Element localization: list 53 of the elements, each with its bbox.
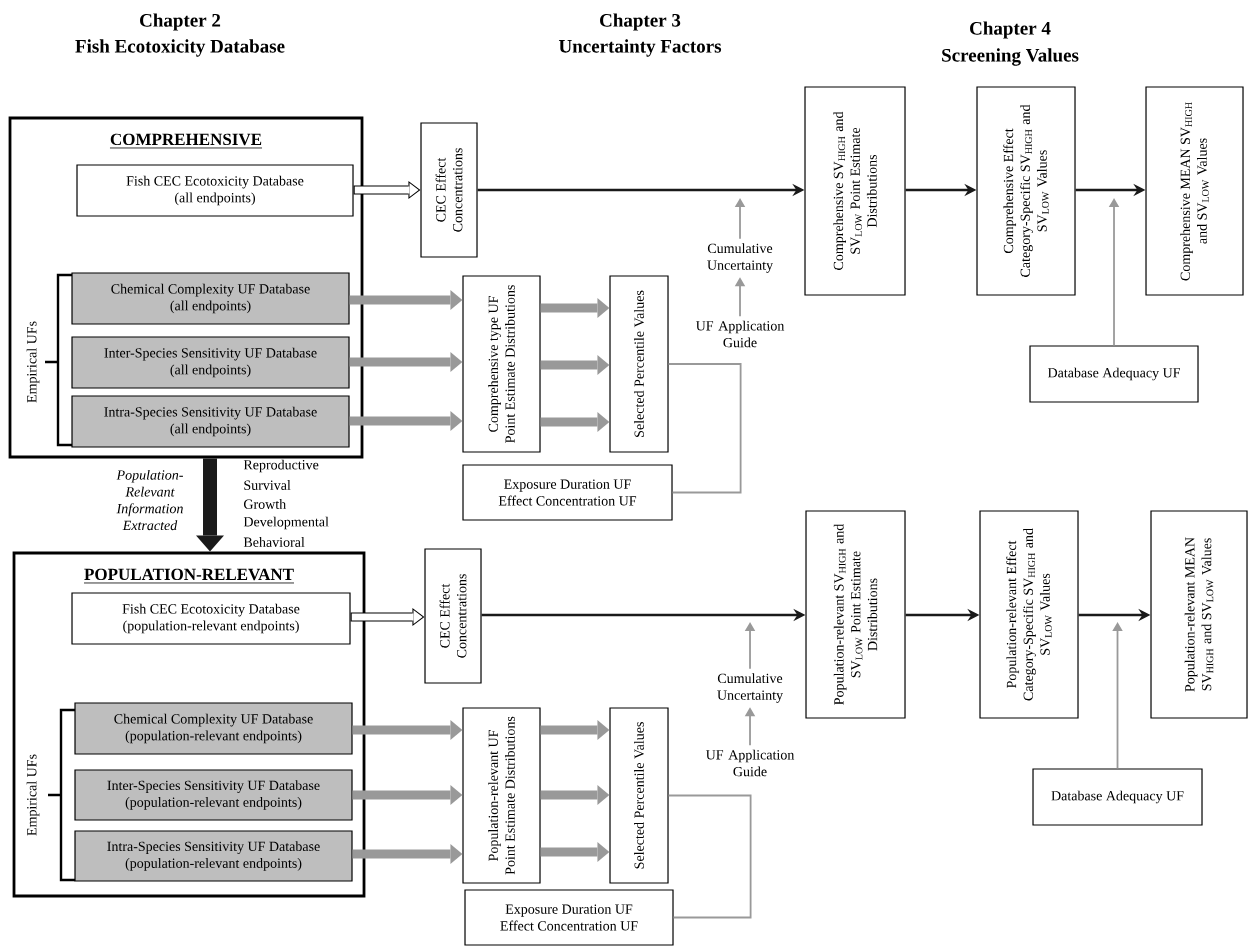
connector-line — [667, 363, 742, 494]
block-arrow — [352, 844, 463, 864]
process-box: Fish CEC Ecotoxicity Database (population-relevant endpoints) — [71, 592, 351, 645]
process-box: Inter-Species Sensitivity UF Database (population-relevant endpoints) — [74, 769, 353, 821]
process-box: Database Adequacy UF — [1029, 345, 1199, 403]
block-arrow — [349, 290, 463, 310]
process-box: Database Adequacy UF — [1032, 768, 1203, 826]
block-arrow — [540, 842, 610, 862]
block-arrow — [352, 720, 463, 740]
column-heading: Uncertainty Factors — [558, 39, 722, 57]
process-box: Exposure Duration UF Effect Concentration UF — [464, 889, 674, 946]
block-arrow — [540, 720, 610, 740]
column-heading: Chapter 3 — [600, 13, 681, 31]
note-text: UF Application Guide — [705, 749, 795, 777]
block-arrow — [196, 458, 224, 552]
column-heading: Chapter 2 — [140, 13, 221, 31]
block-arrow — [540, 412, 610, 432]
category-label: Survival — [244, 480, 291, 490]
arrow — [1112, 622, 1123, 770]
process-box: Comprehensive type UF Point Estimate Distributions — [462, 275, 541, 453]
process-box: Population-relevant UF Point Estimate Distributions — [462, 707, 541, 884]
block-arrow — [349, 411, 463, 431]
note-text: Cumulative Uncertainty — [717, 673, 783, 703]
category-label: Developmental — [243, 516, 329, 530]
edge-label: Population-Relevant Information Extracted — [106, 467, 194, 533]
block-arrow — [540, 355, 610, 375]
process-box: Selected Percentile Values — [609, 275, 669, 453]
process-box: Intra-Species Sensitivity UF Database (population-relevant endpoints) — [74, 830, 353, 882]
process-box: CEC Effect Concentrations — [420, 122, 478, 258]
block-arrow — [540, 298, 610, 318]
column-heading: Fish Ecotoxicity Database — [75, 39, 285, 57]
block-arrow — [353, 181, 421, 199]
block-arrow — [540, 785, 610, 805]
bracket-label: Empirical UFs — [26, 754, 40, 836]
process-box: Exposure Duration UF Effect Concentration UF — [462, 464, 673, 521]
note-text: Cumulative Uncertainty — [707, 243, 773, 273]
block-arrow — [350, 608, 425, 626]
column-heading: Screening Values — [942, 48, 1079, 66]
process-box: Inter-Species Sensitivity UF Database (all endpoints) — [71, 336, 350, 389]
category-label: Behavioral — [243, 537, 305, 547]
note-text: UF Application Guide — [695, 320, 785, 348]
category-label: Growth — [243, 499, 286, 509]
column-heading: Chapter 4 — [970, 21, 1051, 39]
block-arrow — [352, 785, 463, 805]
process-box: CEC Effect Concentrations — [424, 548, 482, 684]
process-box: Chemical Complexity UF Database (population-relevant endpoints) — [74, 702, 353, 755]
bracket-label: Empirical UFs — [26, 321, 40, 403]
process-box: Fish CEC Ecotoxicity Database (all endpoints) — [76, 164, 354, 217]
process-box: Selected Percentile Values — [609, 707, 669, 884]
process-box: Chemical Complexity UF Database (all endpoints) — [71, 272, 350, 325]
block-arrow — [349, 352, 463, 372]
process-box: Intra-Species Sensitivity UF Database (all endpoints) — [71, 395, 350, 448]
connector-line — [667, 794, 752, 919]
